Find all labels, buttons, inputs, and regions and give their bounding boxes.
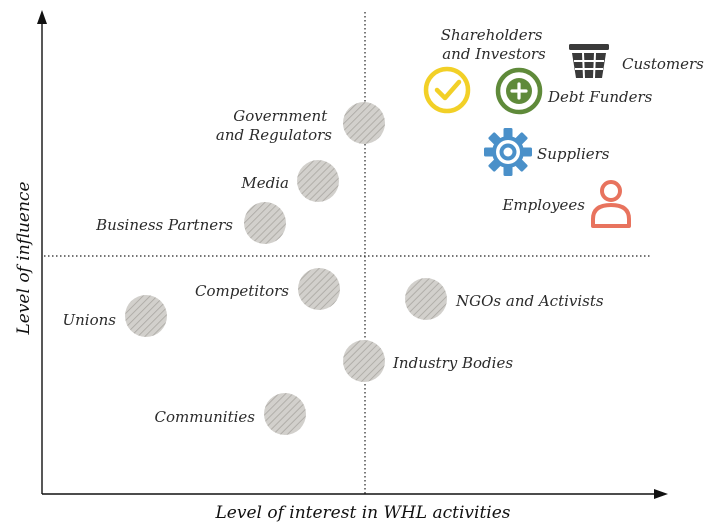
basket-icon (569, 44, 609, 79)
hatched-circle-icon (343, 340, 385, 382)
hatched-circle-icon (343, 102, 385, 144)
stakeholder-label-customers: Customers (622, 55, 704, 73)
x-axis-label: Level of interest in WHL activities (214, 503, 510, 522)
stakeholder-label-employees: Employees (501, 196, 585, 214)
x-axis-arrow (654, 489, 668, 499)
stakeholder-label-unions: Unions (63, 311, 117, 329)
stakeholder-label-debt-funders: Debt Funders (547, 88, 653, 106)
hatched-circle-icon (298, 268, 340, 310)
stakeholder-label-industry-bodies: Industry Bodies (392, 354, 513, 372)
plus-circle-icon (495, 67, 543, 115)
hatched-circle-icon (125, 295, 167, 337)
hatched-circle-icon (264, 393, 306, 435)
hatched-circle-icon (244, 202, 286, 244)
stakeholder-label-competitors: Competitors (195, 282, 289, 300)
hatched-circle-icon (405, 278, 447, 320)
y-axis-arrow (37, 10, 47, 24)
stakeholder-label-ngos: NGOs and Activists (455, 292, 604, 310)
stakeholder-label-suppliers: Suppliers (537, 145, 610, 163)
stakeholder-label-shareholders: Shareholders and Investors (441, 26, 548, 63)
stakeholder-label-business-partners: Business Partners (95, 216, 233, 234)
stakeholder-label-government: Government and Regulators (216, 107, 332, 144)
checkmark-circle-icon (423, 66, 471, 114)
person-icon (591, 180, 631, 228)
gear-icon (484, 128, 532, 176)
stakeholder-label-media: Media (240, 174, 289, 192)
hatched-circle-icon (297, 160, 339, 202)
y-axis-label: Level of influence (14, 181, 34, 335)
stakeholder-label-communities: Communities (155, 408, 256, 426)
